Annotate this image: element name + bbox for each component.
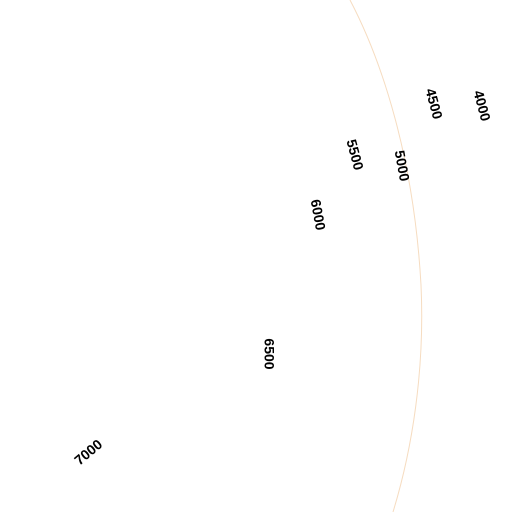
contour-line (349, 0, 423, 512)
contour-label-6500: 6500 (261, 338, 277, 369)
contour-label-4500: 4500 (422, 87, 446, 121)
contour-label-5500: 5500 (343, 138, 367, 172)
contour-label-5000: 5000 (392, 149, 413, 183)
contour-label-6000: 6000 (308, 198, 329, 232)
contour-label-4000: 4000 (470, 89, 494, 123)
